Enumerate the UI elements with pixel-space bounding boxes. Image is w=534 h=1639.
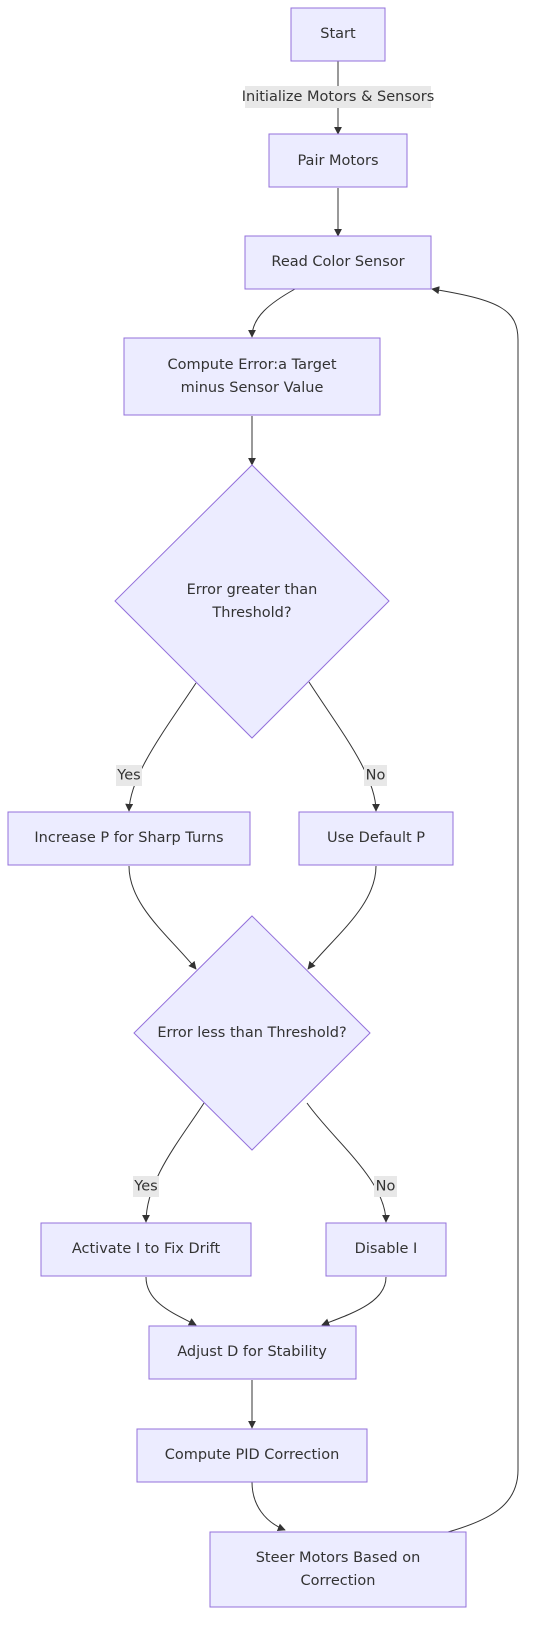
svg-text:Error greater than: Error greater than (187, 582, 318, 598)
edge-activate-to-adjust (145, 1276, 197, 1326)
node-compute-pid[interactable]: Compute PID Correction (136, 1428, 368, 1483)
edge-greater-yes (125, 682, 197, 812)
svg-text:Disable I: Disable I (355, 1241, 418, 1257)
svg-text:minus Sensor Value: minus Sensor Value (181, 380, 324, 396)
svg-text:Yes: Yes (133, 1179, 157, 1195)
node-pair-motors[interactable]: Pair Motors (268, 133, 408, 188)
edge-label-less-no: No (374, 1176, 397, 1197)
svg-text:Use Default P: Use Default P (327, 830, 425, 846)
node-activate-i[interactable]: Activate I to Fix Drift (40, 1222, 252, 1277)
node-increase-p[interactable]: Increase P for Sharp Turns (7, 811, 251, 866)
node-adjust-d[interactable]: Adjust D for Stability (148, 1325, 357, 1380)
edge-steer-loop-to-read (431, 286, 519, 1533)
edge-less-no (306, 1102, 390, 1223)
node-decision-error-greater[interactable]: Error greater than Threshold? (114, 464, 390, 739)
node-use-default-p[interactable]: Use Default P (298, 811, 454, 866)
svg-text:Error less than Threshold?: Error less than Threshold? (157, 1025, 346, 1041)
edge-less-yes (142, 1102, 205, 1223)
svg-text:Initialize Motors & Sensors: Initialize Motors & Sensors (242, 89, 435, 105)
svg-text:Increase P for Sharp Turns: Increase P for Sharp Turns (34, 830, 223, 846)
edge-increase-to-decision-less (128, 865, 197, 970)
edge-label-init: Initialize Motors & Sensors (242, 86, 435, 108)
svg-text:Yes: Yes (116, 768, 140, 784)
edge-label-greater-no: No (364, 765, 387, 786)
edge-label-greater-yes: Yes (116, 765, 142, 786)
svg-text:Adjust D for Stability: Adjust D for Stability (177, 1344, 327, 1360)
node-disable-i[interactable]: Disable I (325, 1222, 447, 1277)
svg-text:Threshold?: Threshold? (211, 605, 291, 621)
svg-text:Steer Motors Based on: Steer Motors Based on (256, 1550, 421, 1566)
node-start[interactable]: Start (290, 7, 386, 62)
edge-greater-no (308, 681, 380, 812)
node-steer-motors[interactable]: Steer Motors Based on Correction (209, 1531, 467, 1608)
node-read-color-sensor[interactable]: Read Color Sensor (244, 235, 432, 290)
svg-text:Pair Motors: Pair Motors (297, 153, 378, 169)
node-compute-error[interactable]: Compute Error:a Target minus Sensor Valu… (123, 337, 381, 416)
edge-read-to-compute (248, 288, 296, 338)
nodes: Start Pair Motors Read Color Sensor Comp… (7, 7, 467, 1608)
edge-pid-to-steer (251, 1481, 286, 1532)
svg-text:Read Color Sensor: Read Color Sensor (271, 254, 404, 270)
svg-text:Compute PID Correction: Compute PID Correction (165, 1447, 340, 1463)
edge-default-to-decision-less (307, 865, 377, 970)
svg-text:Activate I to Fix Drift: Activate I to Fix Drift (72, 1241, 221, 1257)
edges (125, 60, 519, 1533)
svg-text:No: No (366, 768, 386, 784)
edge-labels: Initialize Motors & Sensors Yes No Yes N… (116, 86, 434, 1197)
edge-disable-to-adjust (321, 1276, 387, 1327)
edge-label-less-yes: Yes (133, 1176, 159, 1197)
svg-text:No: No (376, 1179, 396, 1195)
svg-text:Start: Start (320, 26, 356, 42)
svg-text:Compute Error:a Target: Compute Error:a Target (167, 357, 336, 373)
svg-text:Correction: Correction (300, 1573, 375, 1589)
node-decision-error-less[interactable]: Error less than Threshold? (133, 915, 371, 1151)
